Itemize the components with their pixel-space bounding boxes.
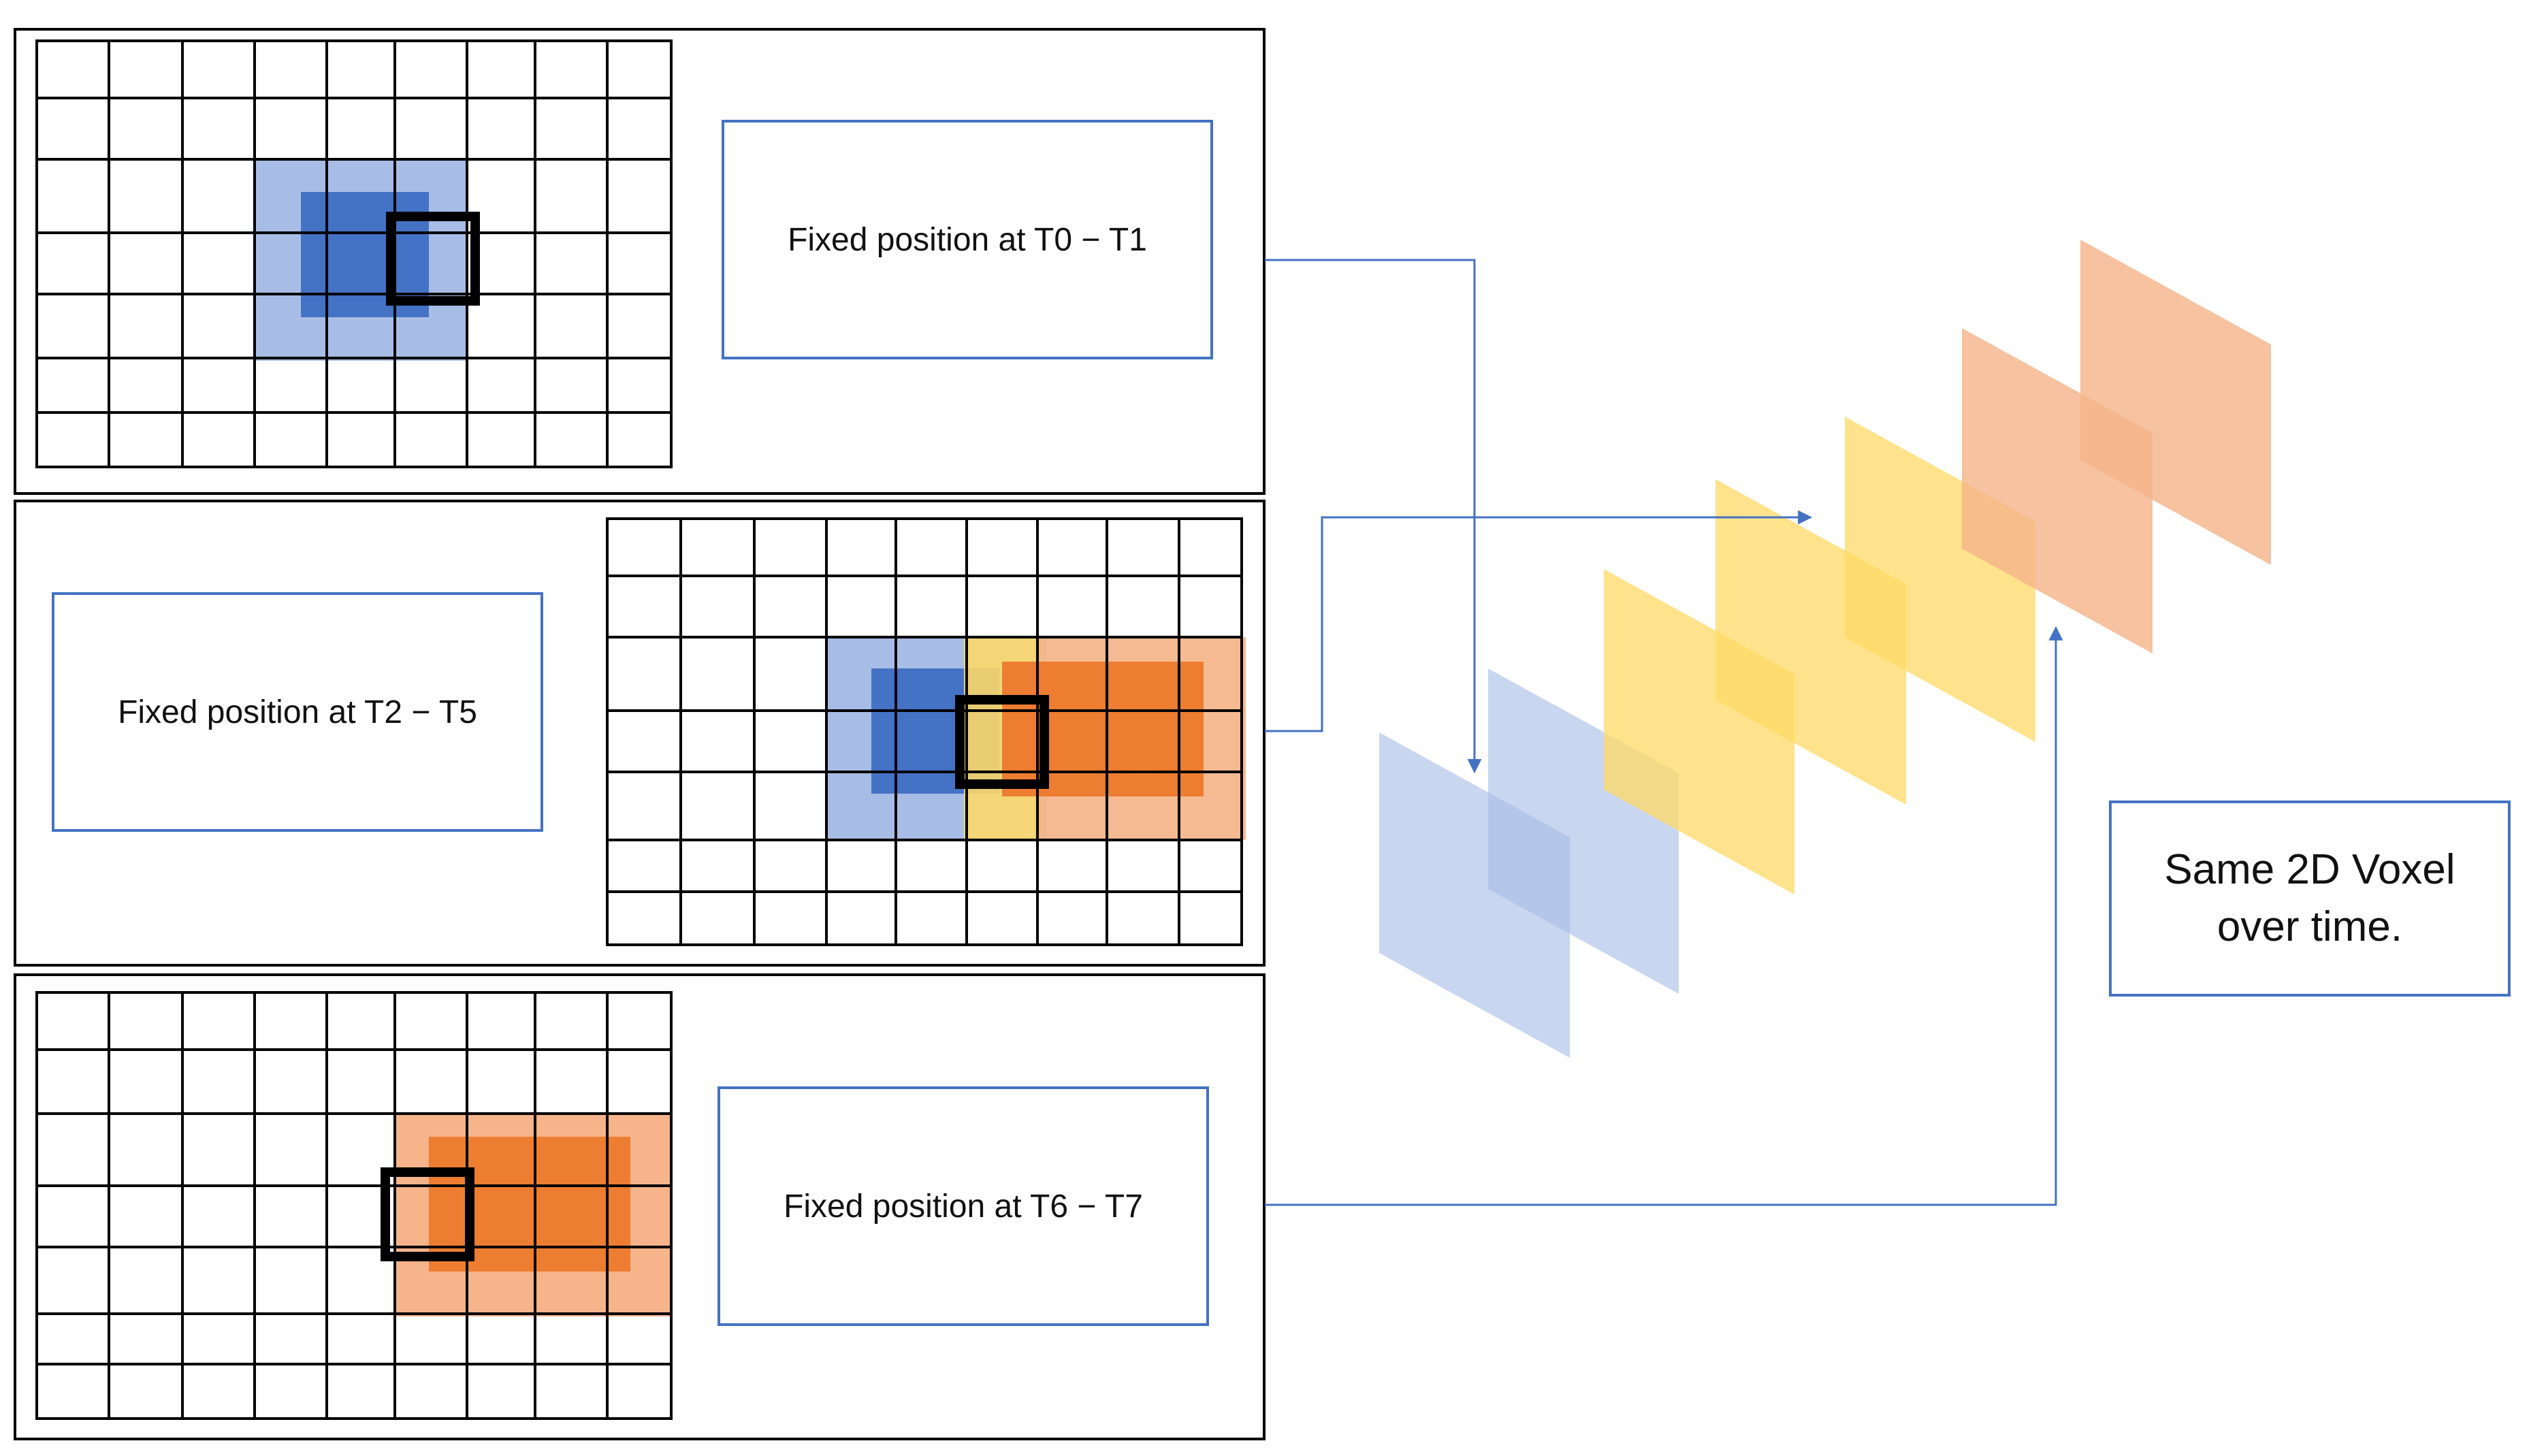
- orange-dark-region: [429, 1137, 630, 1272]
- connector-t0-t1: [1265, 259, 1482, 774]
- panel-t2-t5-highlights: [826, 637, 1246, 840]
- label-box-t2-t5: Fixed position at T2 − T5: [52, 592, 543, 832]
- panel-t6-t7-grid: [35, 991, 673, 1420]
- fixed-voxel-marker: [386, 212, 480, 306]
- label-box-t0-t1: Fixed position at T0 − T1: [722, 120, 1213, 359]
- label-box-t6-t7: Fixed position at T6 − T7: [718, 1086, 1209, 1326]
- time-slice-t7: [2080, 240, 2271, 565]
- panel-t0-t1-highlights: [255, 159, 467, 361]
- orange-dark-region: [1002, 662, 1204, 796]
- connector-arrows: [1265, 259, 2063, 1206]
- connector-t2-t5: [1265, 510, 1813, 732]
- fixed-voxel-marker: [955, 695, 1049, 789]
- panel-t0-t1-grid: [35, 39, 673, 468]
- label-text-t0-t1: Fixed position at T0 − T1: [788, 221, 1147, 258]
- connector-t6-t7: [1265, 626, 2063, 1206]
- time-slice-stack: [1379, 240, 2271, 1058]
- label-text-t2-t5: Fixed position at T2 − T5: [118, 694, 477, 730]
- label-box-same-voxel: Same 2D Voxel over time.: [2109, 800, 2511, 997]
- panel-t2-t5-grid: [606, 517, 1243, 946]
- label-text-t6-t7: Fixed position at T6 − T7: [784, 1188, 1143, 1225]
- label-text-same-voxel: Same 2D Voxel over time.: [2164, 846, 2455, 950]
- panel-t6-t7-highlights: [395, 1114, 670, 1316]
- fixed-voxel-marker: [381, 1167, 474, 1261]
